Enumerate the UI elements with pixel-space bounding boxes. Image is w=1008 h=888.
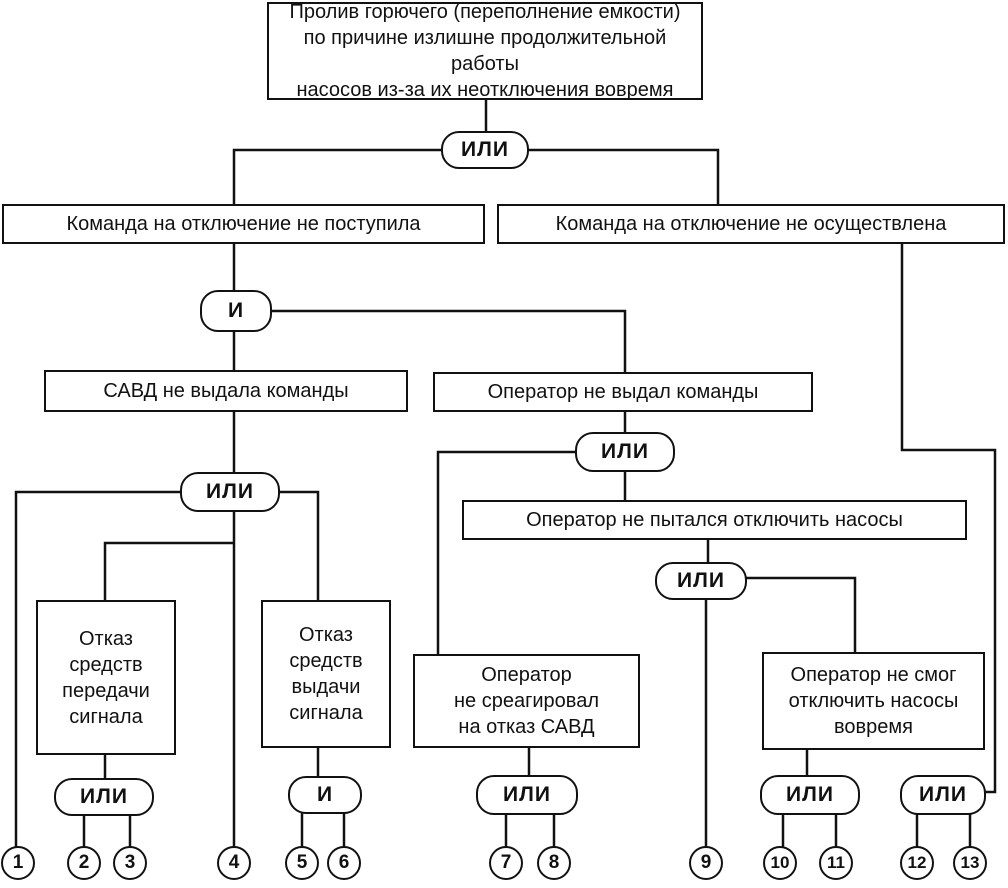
basic-event-7: 7 <box>489 846 523 880</box>
basic-event-6: 6 <box>327 846 361 880</box>
fail-transmission-box: Отказ средств передачи сигнала <box>36 600 176 755</box>
or-gate-no-react: ИЛИ <box>476 775 578 815</box>
basic-event-11: 11 <box>819 846 853 880</box>
and-gate-output: И <box>288 776 362 814</box>
cmd-not-executed-box: Команда на отключение не осуществлена <box>497 204 1005 244</box>
basic-event-13: 13 <box>953 846 987 880</box>
fail-output-box: Отказ средств выдачи сигнала <box>261 600 391 748</box>
or-gate-top: ИЛИ <box>441 131 529 169</box>
basic-event-8: 8 <box>537 846 571 880</box>
or-gate-4: ИЛИ <box>655 562 747 600</box>
operator-no-command-box: Оператор не выдал команды <box>433 372 813 412</box>
basic-event-1: 1 <box>1 846 35 880</box>
cmd-not-received-box: Команда на отключение не поступила <box>2 204 485 244</box>
basic-event-9: 9 <box>689 846 723 880</box>
or-gate-2: ИЛИ <box>180 472 280 512</box>
basic-event-2: 2 <box>67 846 101 880</box>
and-gate-1: И <box>200 290 272 332</box>
operator-no-react-box: Оператор не среагировал на отказ САВД <box>413 654 640 748</box>
top-event-box: Пролив горючего (переполнение емкости) п… <box>267 1 703 101</box>
or-gate-right: ИЛИ <box>900 775 986 815</box>
or-gate-transmission: ИЛИ <box>54 778 154 816</box>
basic-event-12: 12 <box>900 846 934 880</box>
basic-event-3: 3 <box>113 846 147 880</box>
or-gate-cant-stop: ИЛИ <box>760 775 860 815</box>
basic-event-5: 5 <box>285 846 319 880</box>
basic-event-4: 4 <box>217 846 251 880</box>
or-gate-3: ИЛИ <box>575 432 675 472</box>
savd-no-command-box: САВД не выдала команды <box>44 370 408 412</box>
basic-event-10: 10 <box>763 846 797 880</box>
operator-cant-stop-box: Оператор не смог отключить насосы воврем… <box>762 652 985 750</box>
operator-no-attempt-box: Оператор не пытался отключить насосы <box>462 500 967 540</box>
